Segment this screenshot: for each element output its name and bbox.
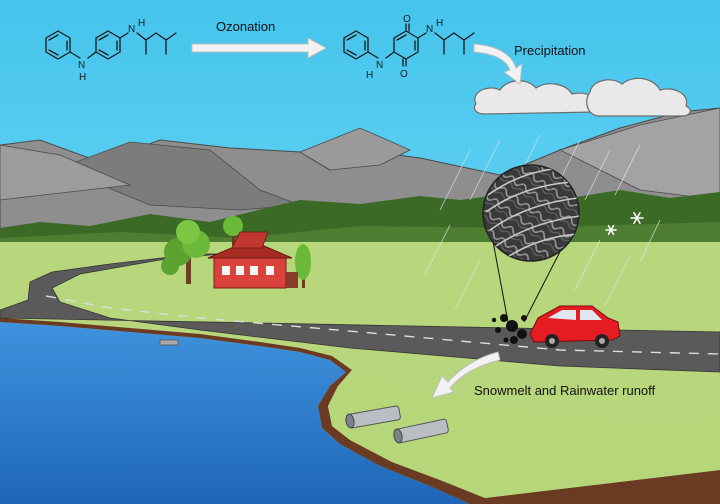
road xyxy=(0,253,720,373)
atom-h: H xyxy=(79,72,86,83)
molecule-6ppd: N H N H xyxy=(45,18,177,83)
atom-h: H xyxy=(138,18,145,29)
runoff-arrow xyxy=(431,351,501,399)
rain xyxy=(424,134,661,311)
cloud-icon xyxy=(473,77,691,117)
precipitation-label: Precipitation xyxy=(514,43,586,58)
atom-o: O xyxy=(403,14,411,25)
tire-tread-icon xyxy=(482,164,580,323)
precipitation-arrow xyxy=(473,43,523,85)
ozonation-arrow xyxy=(191,37,328,59)
lake xyxy=(0,322,470,504)
atom-n: N xyxy=(128,24,135,35)
pipe-icon xyxy=(159,339,449,444)
atom-n: N xyxy=(426,24,433,35)
tire-particles xyxy=(491,314,527,344)
snowflake-icon xyxy=(605,212,644,236)
atom-n: N xyxy=(376,60,383,71)
atom-n: N xyxy=(78,60,85,71)
molecule-6ppd-quinone: N H O O N H xyxy=(343,14,475,81)
river-bank xyxy=(0,318,720,504)
atom-o: O xyxy=(400,69,408,80)
car-icon xyxy=(529,305,621,348)
tree-icon xyxy=(161,216,311,288)
atom-h: H xyxy=(366,70,373,81)
ozonation-label: Ozonation xyxy=(216,19,275,34)
runoff-label: Snowmelt and Rainwater runoff xyxy=(474,383,656,398)
house-icon xyxy=(207,231,298,289)
atom-h: H xyxy=(436,18,443,29)
